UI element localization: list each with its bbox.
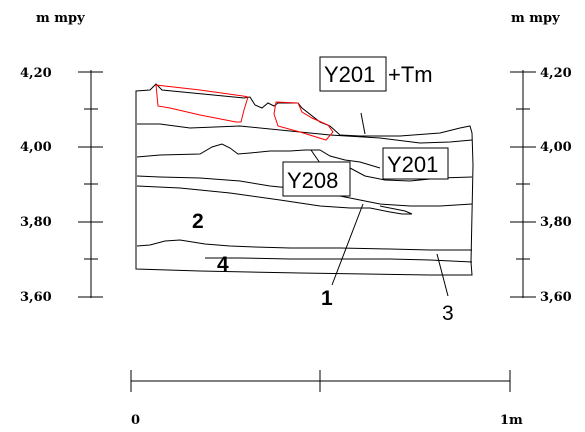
label-box-y201-tm (319, 56, 387, 92)
left-tick-label-380: 3,80 (20, 215, 52, 230)
right-tick-label-420: 4,20 (540, 66, 572, 81)
scale-bar: 0 1m (130, 370, 523, 428)
layer-label-2: 2 (192, 210, 204, 233)
layer-label-3: 3 (442, 302, 454, 325)
label-text-y208: Y208 (287, 168, 338, 193)
leader-y208 (310, 149, 321, 164)
scale-bar-start-label: 0 (131, 413, 140, 428)
left-tick-label-360: 3,60 (20, 290, 52, 305)
right-tick-label-360: 3,60 (540, 290, 572, 305)
leader-lines (310, 112, 449, 297)
right-tick-label-380: 3,80 (540, 215, 572, 230)
label-y201-tm: Y201 +Tm (319, 56, 433, 92)
layer-boundary-4-base (205, 257, 473, 263)
right-elevation-axis: m mpy 4,20 4,00 3,80 3,60 (510, 11, 572, 305)
layer-boundary-4-top (136, 239, 472, 251)
layer-numbers: 2 4 1 3 (192, 210, 454, 325)
right-tick-label-400: 4,00 (540, 140, 572, 155)
label-box-y201 (382, 147, 449, 180)
red-features (155, 84, 334, 141)
left-tick-label-400: 4,00 (20, 140, 52, 155)
label-text-y201-tm: Y201 (324, 62, 375, 87)
layer-boundary-upper (137, 123, 473, 144)
leader-y201-tm (360, 112, 366, 135)
right-unit-label: m mpy (511, 11, 560, 26)
red-feature-left (155, 84, 249, 123)
left-tick-label-420: 4,20 (20, 66, 52, 81)
layer-label-4: 4 (217, 253, 229, 276)
leader-layer-3 (436, 253, 449, 297)
layer-label-1: 1 (321, 287, 333, 310)
label-text-y201: Y201 (387, 152, 438, 177)
label-text-tm-suffix: +Tm (388, 62, 433, 87)
left-elevation-axis: m mpy 4,20 4,00 3,80 3,60 (20, 11, 103, 305)
label-box-y208 (282, 161, 351, 197)
layer-boundary-y201-top (136, 143, 381, 169)
scale-bar-end-label: 1m (500, 413, 523, 428)
leader-layer-1 (331, 203, 364, 286)
red-feature-right (273, 101, 334, 141)
label-y201: Y201 (382, 147, 449, 180)
left-unit-label: m mpy (36, 11, 85, 26)
label-y208: Y208 (282, 161, 351, 197)
section-outline (135, 83, 474, 276)
stratigraphic-section (135, 83, 474, 276)
layer-boundary-lens (136, 185, 413, 215)
